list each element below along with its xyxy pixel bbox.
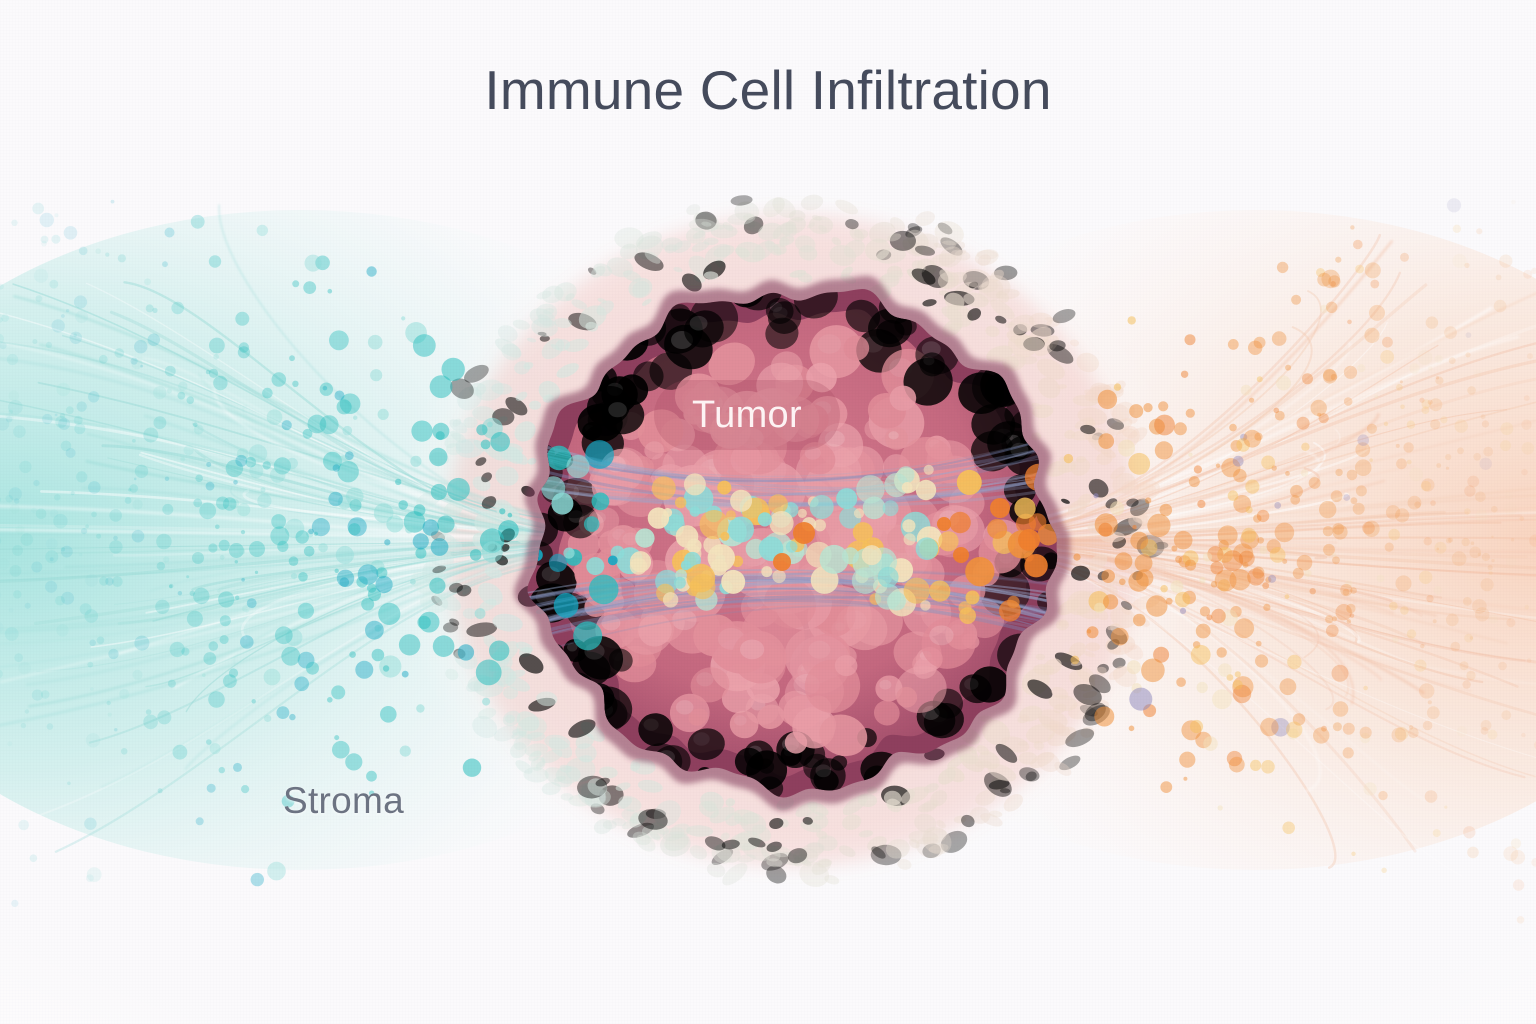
- tumor-label: Tumor: [692, 393, 802, 436]
- stroma-label: Stroma: [283, 780, 405, 821]
- page-title: Immune Cell Infiltration: [484, 59, 1052, 121]
- tumor-region-badge: Tumor: [654, 380, 840, 450]
